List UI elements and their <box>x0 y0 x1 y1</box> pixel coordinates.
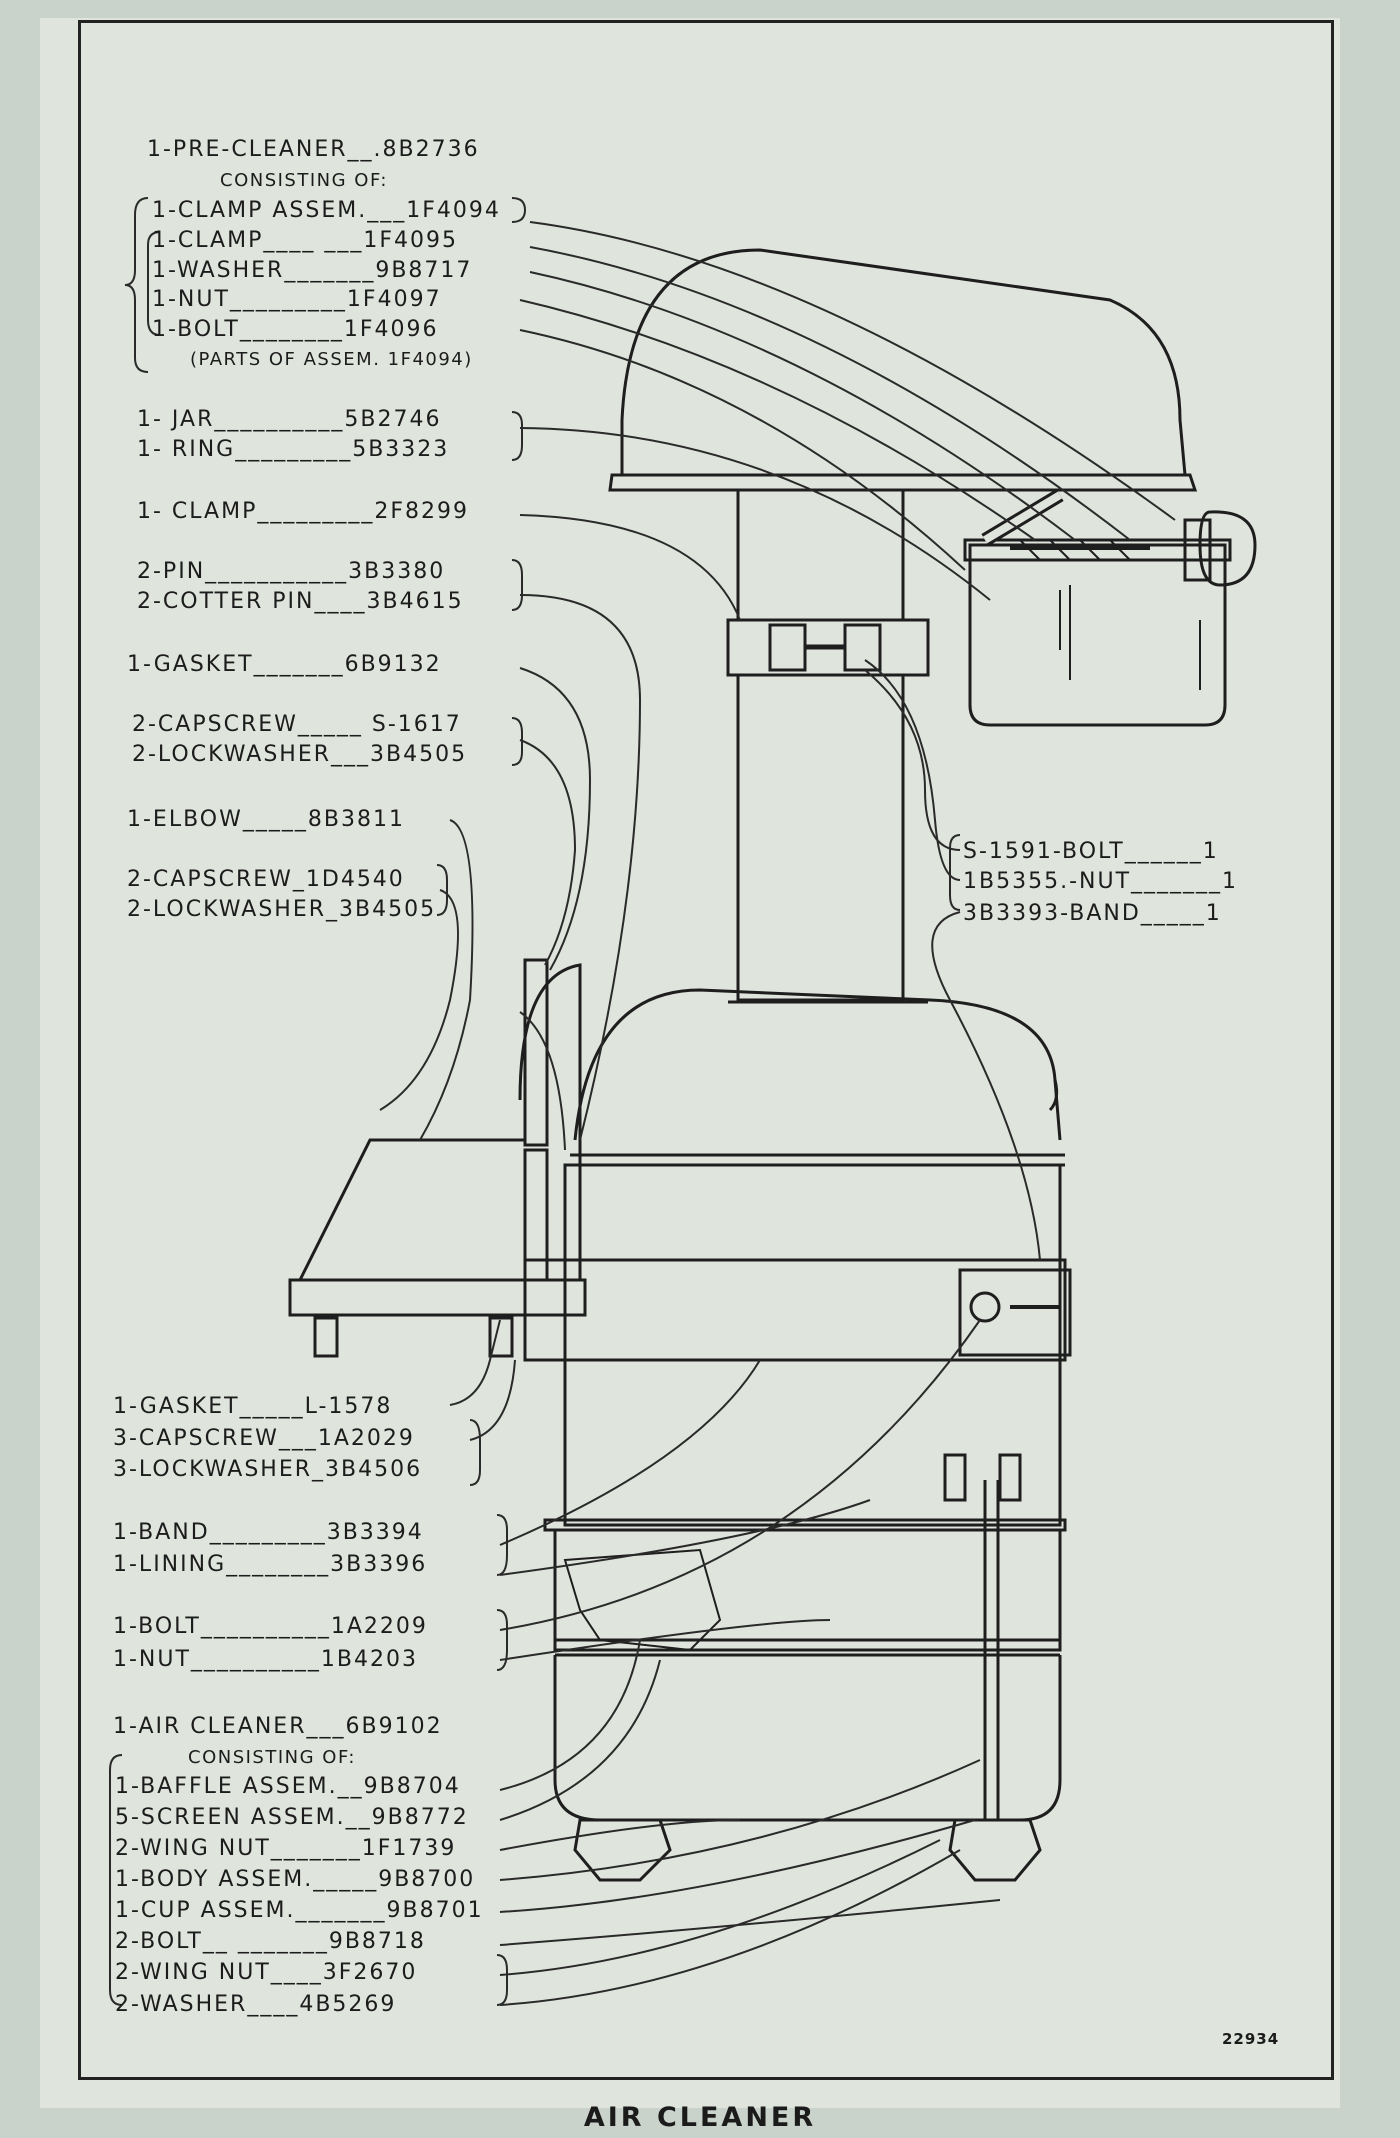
label-pre-cleaner: 1-PRE-CLEANER__.8B2736 <box>147 137 480 162</box>
label-clamp: 1-CLAMP____ ___1F4095 <box>152 228 458 253</box>
body-top <box>573 988 1062 1141</box>
lower-tube <box>736 673 905 1002</box>
label-bolt2: 1-BOLT__________1A2209 <box>113 1614 428 1639</box>
diagram-frame <box>78 20 1334 2080</box>
figure-number: 22934 <box>1222 2030 1280 2048</box>
leader-lines <box>379 221 1176 2006</box>
label-air-cleaner: 1-AIR CLEANER___6B9102 <box>113 1714 443 1739</box>
label-gasket: 1-GASKET_______6B9132 <box>127 652 442 677</box>
label-s-band: 3B3393-BAND_____1 <box>963 901 1222 926</box>
upper-tube <box>736 488 905 622</box>
pre-cleaner-dome <box>620 248 1187 476</box>
label-washer: 1-WASHER_______9B8717 <box>152 258 473 283</box>
air-cleaner-drawing <box>288 248 1257 1882</box>
label-s-bolt: S-1591-BOLT______1 <box>963 839 1219 864</box>
cup <box>553 1655 1062 1822</box>
label-s-nut: 1B5355.-NUT_______1 <box>963 869 1239 894</box>
label-washer2: 2-WASHER____4B5269 <box>115 1992 397 2017</box>
page-sheet <box>40 18 1340 2108</box>
label-wing-nut: 2-WING NUT_______1F1739 <box>115 1836 457 1861</box>
mounting-flange <box>288 1278 587 1317</box>
elbow <box>300 963 582 1282</box>
label-wing-nut2: 2-WING NUT____3F2670 <box>115 1960 418 1985</box>
diagram-caption: AIR CLEANER <box>583 2102 817 2133</box>
t-handle <box>1198 510 1257 587</box>
label-band: 1-BAND_________3B3394 <box>113 1520 424 1545</box>
foot-right <box>948 1818 1042 1882</box>
label-lockwasher3: 3-LOCKWASHER_3B4506 <box>113 1457 423 1482</box>
label-bolt: 1-BOLT________1F4096 <box>152 317 439 342</box>
label-gasket2: 1-GASKET_____L-1578 <box>113 1394 393 1419</box>
label-parts-of: (PARTS OF ASSEM. 1F4094) <box>190 349 473 370</box>
label-capscrew3: 3-CAPSCREW___1A2029 <box>113 1426 415 1451</box>
label-lining: 1-LINING________3B3396 <box>113 1552 428 1577</box>
label-clamp-assem: 1-CLAMP ASSEM.___1F4094 <box>152 198 501 223</box>
label-lockwasher: 2-LOCKWASHER___3B4505 <box>132 742 468 767</box>
label-clamp2: 1- CLAMP_________2F8299 <box>137 499 469 524</box>
label-jar: 1- JAR__________5B2746 <box>137 407 442 432</box>
jar <box>968 543 1227 727</box>
label-nut: 1-NUT_________1F4097 <box>152 287 442 312</box>
label-ring: 1- RING_________5B3323 <box>137 437 450 462</box>
label-cotter-pin: 2-COTTER PIN____3B4615 <box>137 589 464 614</box>
label-body: 1-BODY ASSEM._____9B8700 <box>115 1867 476 1892</box>
label-elbow: 1-ELBOW_____8B3811 <box>127 807 405 832</box>
label-air-consisting: CONSISTING OF: <box>188 1747 356 1768</box>
body-cylinder <box>563 1163 1062 1527</box>
label-screen: 5-SCREEN ASSEM.__9B8772 <box>115 1805 469 1830</box>
braces <box>109 197 961 2006</box>
band <box>553 1528 1062 1652</box>
label-cup: 1-CUP ASSEM._______9B8701 <box>115 1898 484 1923</box>
label-bolt3: 2-BOLT__ _______9B8718 <box>115 1929 426 1954</box>
label-pin: 2-PIN___________3B3380 <box>137 559 446 584</box>
wing-nut <box>943 1453 1022 1502</box>
label-nut2: 1-NUT__________1B4203 <box>113 1647 419 1672</box>
label-baffle: 1-BAFFLE ASSEM.__9B8704 <box>115 1774 461 1799</box>
label-lockwasher2: 2-LOCKWASHER_3B4505 <box>127 897 437 922</box>
label-capscrew: 2-CAPSCREW_____ S-1617 <box>132 712 462 737</box>
label-capscrew2: 2-CAPSCREW_1D4540 <box>127 867 405 892</box>
label-pre-consisting: CONSISTING OF: <box>220 170 388 191</box>
foot-left <box>573 1818 672 1882</box>
